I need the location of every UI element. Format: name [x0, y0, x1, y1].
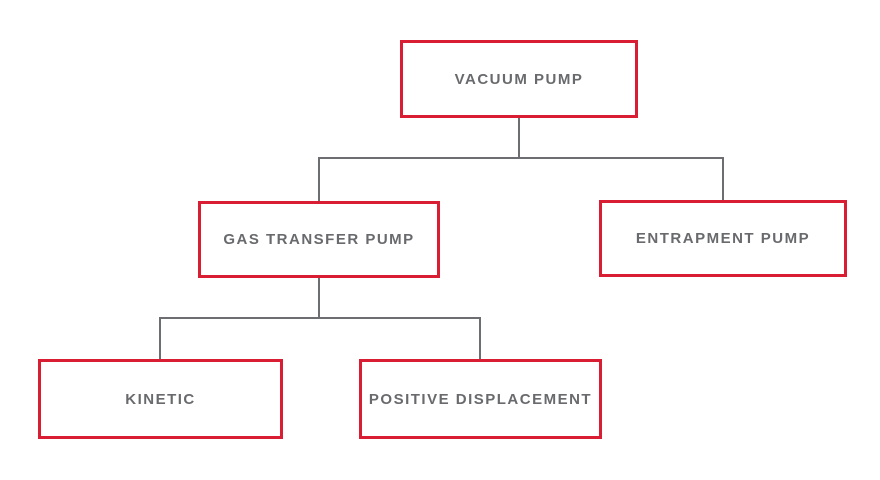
connector-gas-transfer-pump-drop	[318, 157, 320, 202]
node-positive-displacement-label: POSITIVE DISPLACEMENT	[368, 390, 593, 408]
node-gas-transfer-pump: GAS TRANSFER PUMP	[198, 201, 440, 278]
node-vacuum-pump-label: VACUUM PUMP	[454, 70, 584, 88]
node-entrapment-pump-label: ENTRAPMENT PUMP	[635, 230, 811, 247]
node-vacuum-pump: VACUUM PUMP	[400, 40, 638, 118]
connector-positive-displacement-drop	[479, 317, 481, 360]
connector-entrapment-pump-drop	[722, 157, 724, 201]
connector-kinetic-drop	[159, 317, 161, 360]
connector-vacuum-pump-stem	[518, 118, 520, 158]
node-gas-transfer-pump-label: GAS TRANSFER PUMP	[223, 231, 415, 248]
node-kinetic: KINETIC	[38, 359, 283, 439]
connector-level1-bar	[318, 157, 724, 159]
connector-gas-transfer-pump-stem	[318, 278, 320, 318]
node-entrapment-pump: ENTRAPMENT PUMP	[599, 200, 847, 277]
node-kinetic-label: KINETIC	[125, 390, 196, 408]
node-positive-displacement: POSITIVE DISPLACEMENT	[359, 359, 602, 439]
connector-level2-bar	[159, 317, 481, 319]
